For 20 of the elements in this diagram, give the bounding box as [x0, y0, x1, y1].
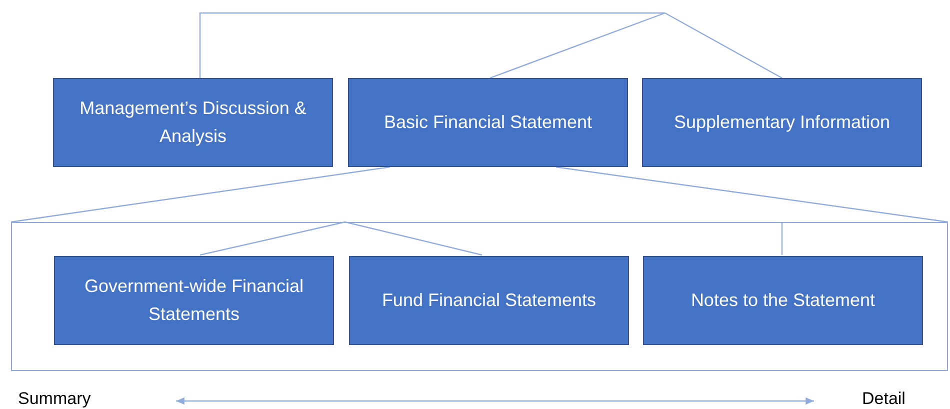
process-box: [642, 78, 922, 167]
connector-line: [344, 221, 482, 256]
scale-label: Detail: [862, 388, 906, 409]
process-box: [53, 78, 333, 167]
process-box: [643, 256, 923, 345]
box-label: Basic Financial Statement: [384, 110, 592, 134]
connector-line: [781, 222, 783, 255]
connector-line: [200, 221, 346, 256]
box-label: Management’s Discussion & Analysis: [78, 96, 308, 148]
connector-line: [556, 166, 948, 223]
box-label: Notes to the Statement: [690, 288, 876, 312]
box-label: Government-wide Financial Statements: [83, 274, 305, 326]
group-panel: [11, 222, 948, 371]
connector-line: [10, 166, 390, 223]
box-label: Fund Financial Statements: [382, 288, 596, 312]
box-label: Supplementary Information: [674, 110, 890, 134]
scale-label: Summary: [18, 388, 91, 409]
process-box: [349, 256, 629, 345]
process-box: [54, 256, 334, 345]
process-box: [348, 78, 628, 167]
